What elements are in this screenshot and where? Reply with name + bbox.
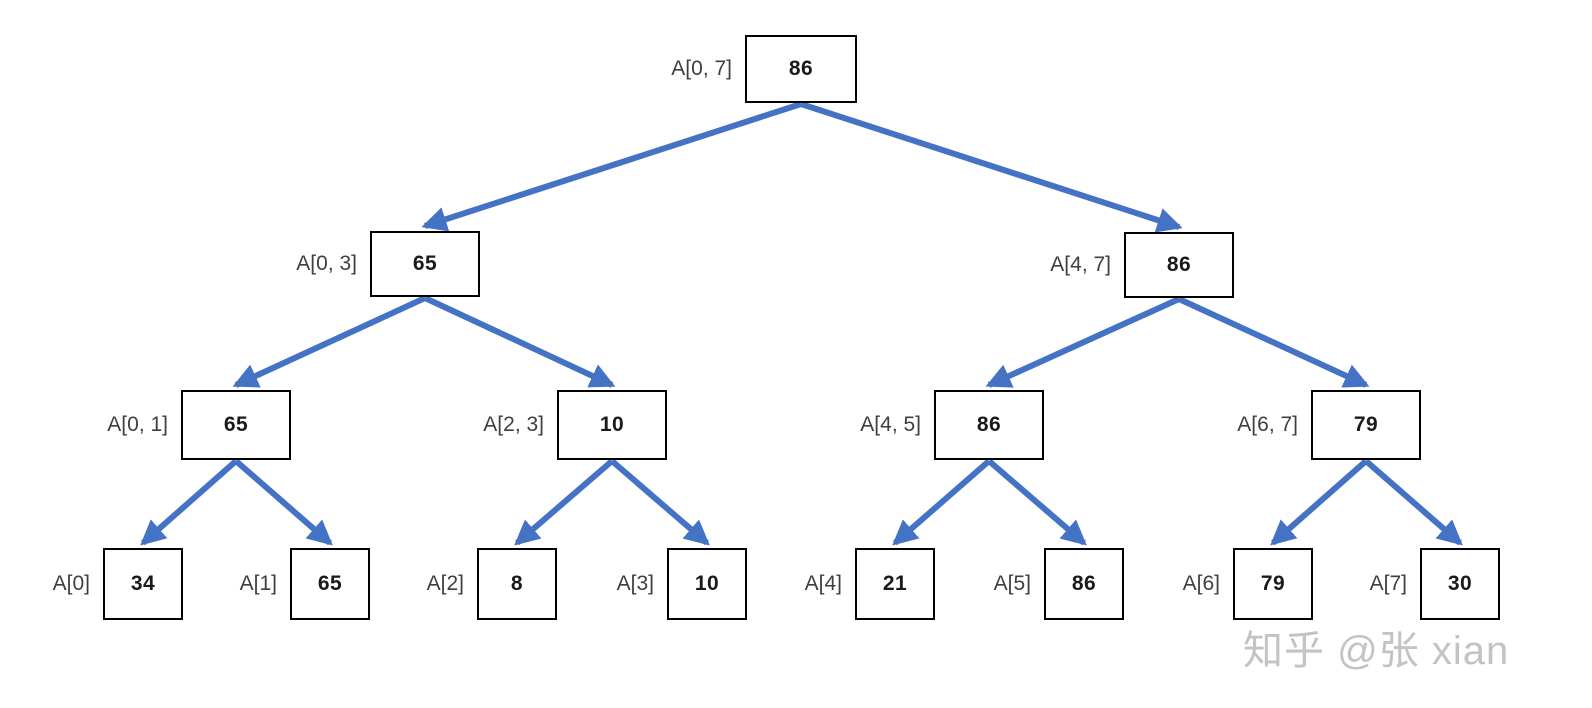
tree-node-box-n67: 79 (1311, 390, 1421, 460)
tree-node-box-n23: 10 (557, 390, 667, 460)
tree-edge-n01-to-n0 (140, 458, 238, 546)
node-value: 21 (882, 572, 908, 595)
tree-edge-n47-to-n45 (985, 296, 1181, 388)
tree-node-box-n07: 86 (745, 35, 857, 103)
tree-node-box-n01: 65 (181, 390, 291, 460)
tree-edge-n47-to-n67 (1177, 296, 1370, 388)
node-range-label: A[5] (993, 572, 1031, 595)
tree-node-box-n3: 10 (667, 548, 747, 620)
node-range-label: A[0] (52, 572, 90, 595)
node-value: 86 (1166, 253, 1192, 276)
node-range-label: A[4] (804, 572, 842, 595)
tree-edge-n45-to-n5 (987, 458, 1087, 546)
node-value: 30 (1447, 572, 1473, 595)
tree-node-box-n45: 86 (934, 390, 1044, 460)
tree-node-box-n7: 30 (1420, 548, 1500, 620)
tree-edge-n03-to-n23 (423, 295, 616, 388)
node-range-label: A[1] (239, 572, 277, 595)
tree-edge-n03-to-n01 (232, 295, 427, 388)
node-value: 10 (599, 413, 625, 436)
node-range-label: A[2, 3] (483, 413, 544, 436)
tree-node-box-n1: 65 (290, 548, 370, 620)
node-range-label: A[4, 7] (1050, 253, 1111, 276)
node-value: 65 (317, 572, 343, 595)
node-range-label: A[3] (616, 572, 654, 595)
tree-edge-n67-to-n7 (1364, 458, 1463, 546)
tree-edge-n07-to-n03 (421, 101, 802, 232)
tree-edge-n23-to-n3 (610, 458, 710, 546)
tree-edge-n01-to-n1 (234, 458, 333, 546)
node-value: 86 (1071, 572, 1097, 595)
node-range-label: A[4, 5] (860, 413, 921, 436)
node-range-label: A[6, 7] (1237, 413, 1298, 436)
node-value: 65 (412, 252, 438, 275)
watermark-text: 知乎 @张 xian (1243, 629, 1510, 673)
node-range-label: A[0, 1] (107, 413, 168, 436)
node-range-label: A[0, 3] (296, 252, 357, 275)
tree-node-box-n2: 8 (477, 548, 557, 620)
tree-node-box-n03: 65 (370, 231, 480, 297)
node-range-label: A[2] (426, 572, 464, 595)
tree-node-box-n0: 34 (103, 548, 183, 620)
tree-edge-n07-to-n47 (800, 101, 1183, 233)
node-value: 79 (1353, 413, 1379, 436)
tree-edge-n45-to-n4 (892, 458, 991, 546)
tree-edge-n23-to-n2 (514, 458, 614, 546)
node-range-label: A[7] (1369, 572, 1407, 595)
node-value: 79 (1260, 572, 1286, 595)
node-range-label: A[6] (1182, 572, 1220, 595)
node-value: 65 (223, 413, 249, 436)
node-value: 86 (976, 413, 1002, 436)
node-value: 10 (694, 572, 720, 595)
node-value: 86 (788, 57, 814, 80)
node-value: 34 (130, 572, 156, 595)
node-value: 8 (510, 572, 524, 595)
tree-node-box-n5: 86 (1044, 548, 1124, 620)
tree-node-box-n4: 21 (855, 548, 935, 620)
tree-node-box-n6: 79 (1233, 548, 1313, 620)
node-range-label: A[0, 7] (671, 57, 732, 80)
tree-node-box-n47: 86 (1124, 232, 1234, 298)
tree-edge-n67-to-n6 (1270, 458, 1368, 546)
